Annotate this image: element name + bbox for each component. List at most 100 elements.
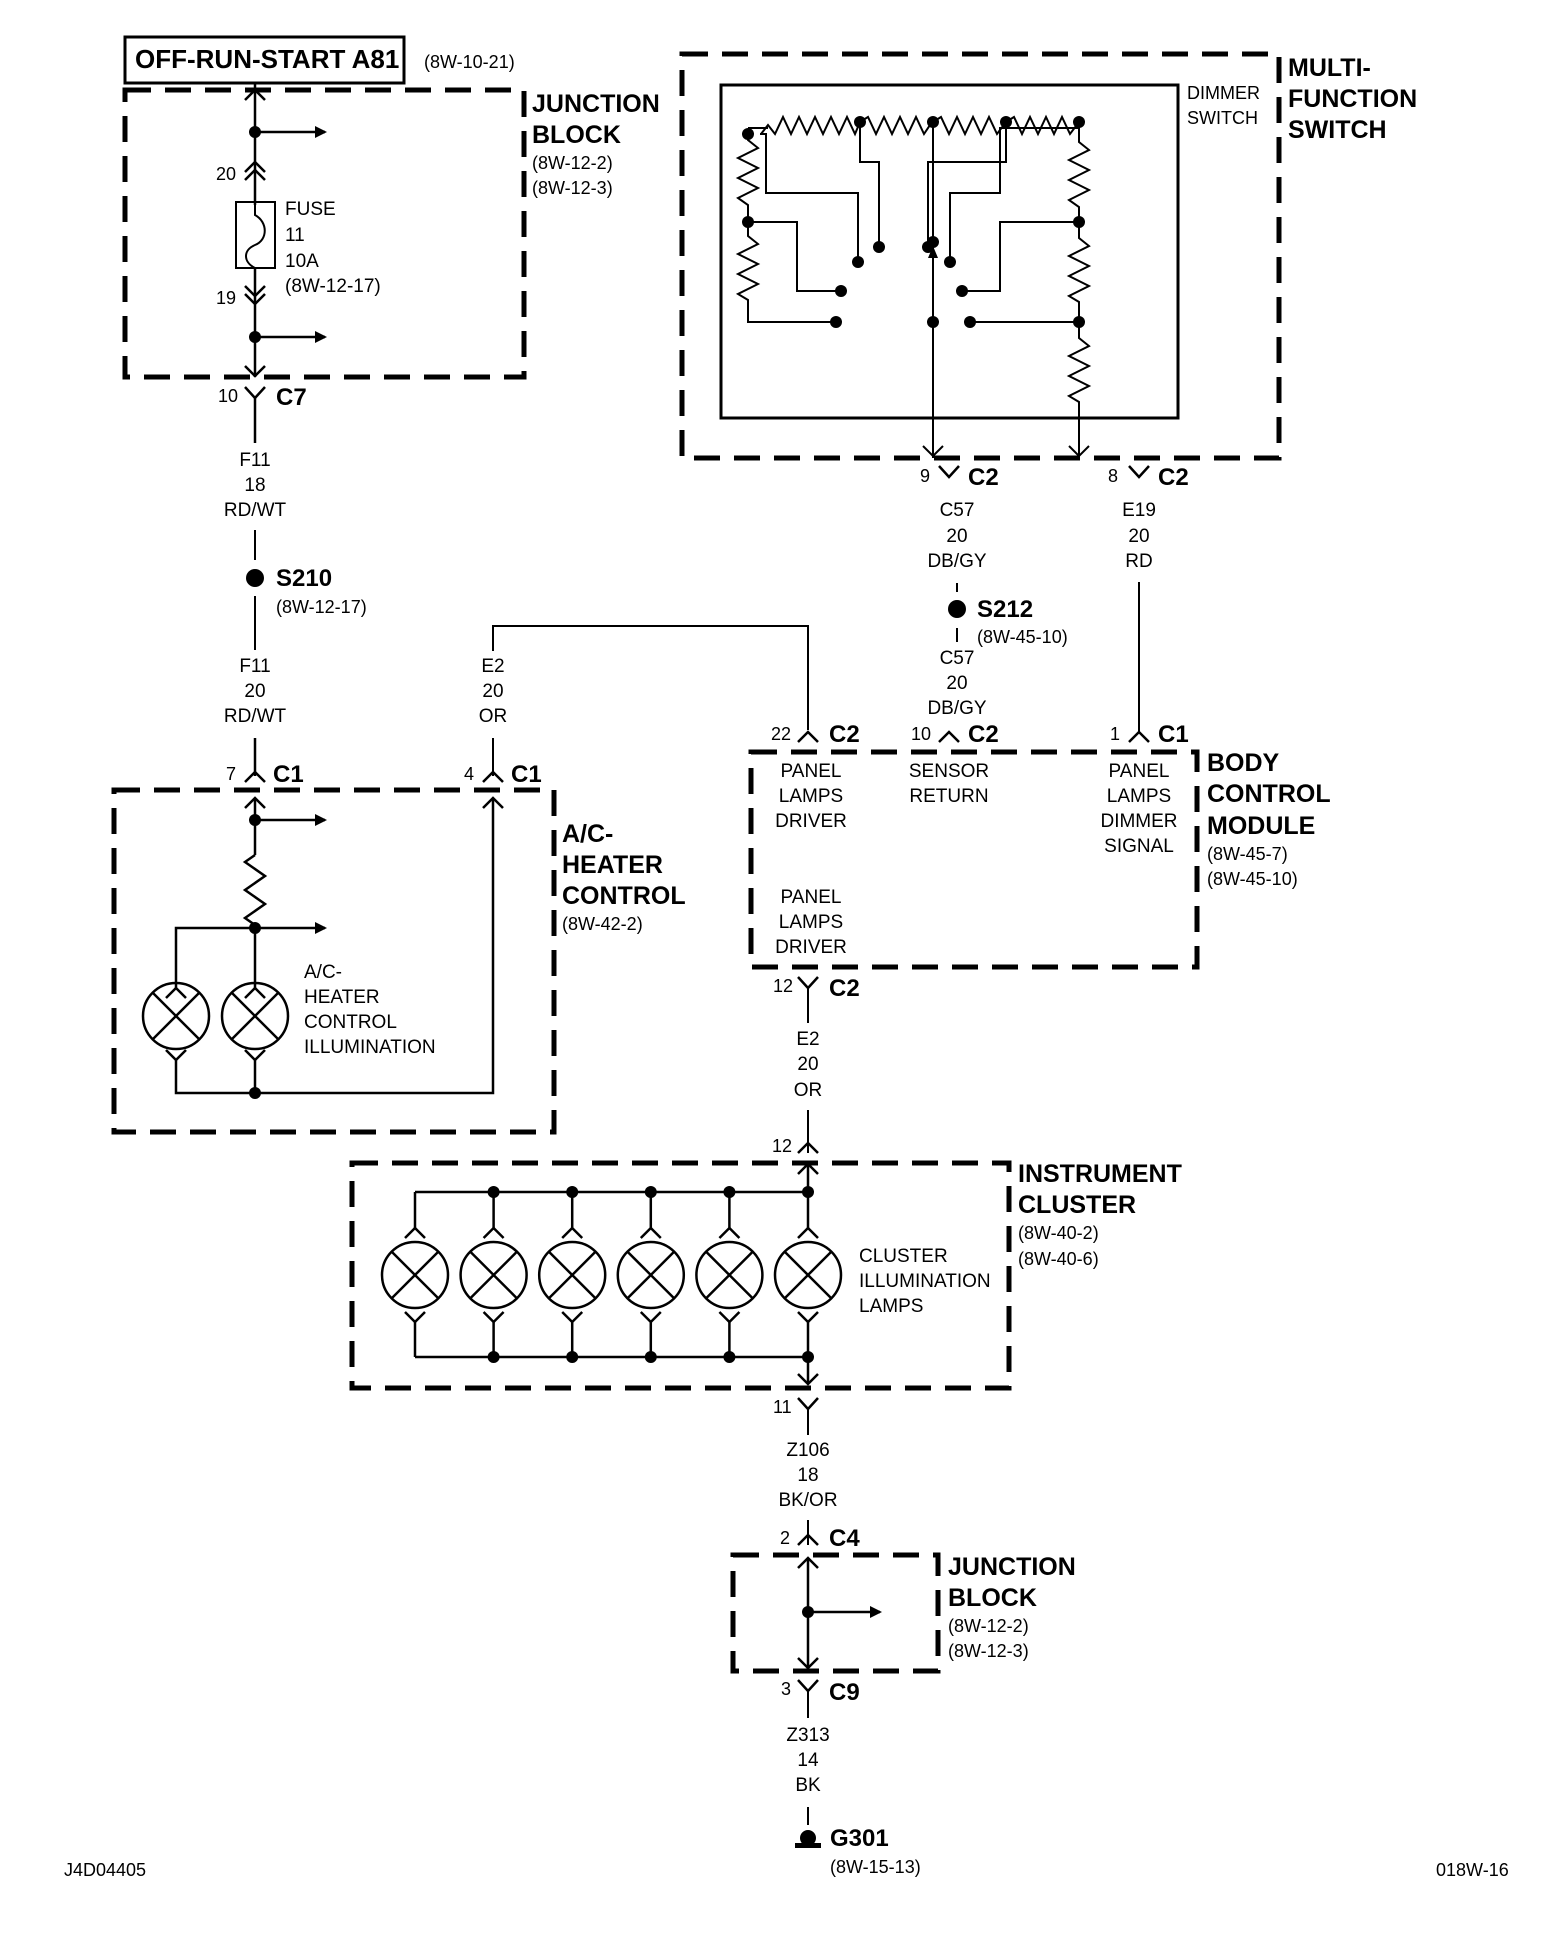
splice-s210-id: S210 — [276, 565, 332, 592]
connector-c9-icon — [797, 1679, 819, 1693]
wire-e2-lower-gauge: 20 — [797, 1054, 818, 1075]
junction-dot — [644, 1351, 657, 1363]
junction-block-top-ref-2: (8W-12-3) — [532, 178, 613, 198]
wire-e2-lower-color: OR — [794, 1080, 823, 1101]
cluster-lamp-label-3: LAMPS — [859, 1296, 923, 1317]
bcm-fn-driver-top-2: LAMPS — [779, 786, 843, 807]
junction-dot — [723, 1186, 736, 1198]
ac-lamp-label-1: A/C- — [304, 962, 342, 983]
ac-name-1: A/C- — [562, 820, 613, 848]
mfs-pin-9: 9 — [920, 466, 930, 486]
cluster-ref-2: (8W-40-6) — [1018, 1249, 1099, 1269]
lamp-socket-icon — [561, 1311, 584, 1324]
cluster-ref-1: (8W-40-2) — [1018, 1223, 1099, 1243]
junction-block-top: JUNCTION BLOCK (8W-12-2) (8W-12-3) 20 FU… — [122, 83, 660, 380]
multi-function-switch-outline — [679, 51, 1282, 461]
bcm-pin-12: 12 — [773, 976, 793, 996]
wire-c57-lower-color: DB/GY — [927, 698, 986, 719]
lamp-socket-icon — [165, 986, 266, 999]
cluster-lamp-label-1: CLUSTER — [859, 1246, 948, 1267]
wire-e2-lower-circuit: E2 — [796, 1029, 819, 1050]
ac-lamp-label-2: HEATER — [304, 987, 380, 1008]
junction-dot — [566, 1351, 579, 1363]
lamp-icon — [695, 1240, 764, 1310]
ac-heater-control: 7 C1 4 C1 A/C- HEATER CONTROL (8W-42-2) — [111, 761, 686, 1135]
title-ref: (8W-10-21) — [424, 52, 515, 72]
bcm-fn-driver-top-1: PANEL — [781, 761, 842, 782]
lamp-icon — [220, 981, 290, 1051]
dimmer-label-1: DIMMER — [1187, 83, 1260, 103]
jb2-pin-out: 3 — [781, 1679, 791, 1699]
ac-lamp-label-3: CONTROL — [304, 1012, 397, 1033]
wire-z313-circuit: Z313 — [786, 1725, 829, 1746]
bcm-name-3: MODULE — [1207, 812, 1315, 840]
connector-c1-pin4-icon — [482, 770, 504, 783]
pin-19-label: 19 — [216, 288, 236, 308]
cluster-name-1: INSTRUMENT — [1018, 1160, 1182, 1188]
splice-s212-ref: (8W-45-10) — [977, 627, 1068, 647]
cluster-lamp — [616, 1186, 686, 1363]
junction-dot — [644, 1186, 657, 1198]
body-control-module: 22 C2 10 C2 1 C1 BODY CONTROL MODULE (8W… — [748, 721, 1331, 1023]
ground-icon — [795, 1830, 821, 1848]
ac-lamp-label-4: ILLUMINATION — [304, 1037, 436, 1058]
dimmer-resistor-network — [735, 114, 1092, 458]
wire-e2-upper-circuit: E2 — [481, 656, 504, 677]
lamp-socket-icon — [718, 1311, 741, 1324]
wire-c57-upper-color: DB/GY — [927, 551, 986, 572]
fuse-label: FUSE — [285, 199, 336, 220]
wire-z313-color: BK — [795, 1775, 821, 1796]
junction-block-bottom: 2 C4 JUNCTION BLOCK (8W-12-2) (8W-12-3) … — [730, 1525, 1076, 1718]
cluster-connector-12-icon — [797, 1141, 819, 1154]
cluster-lamp-label-2: ILLUMINATION — [859, 1271, 991, 1292]
entry-arrow-icon — [482, 796, 504, 809]
lamp-socket-icon — [639, 1226, 662, 1239]
cluster-lamp — [773, 1186, 843, 1363]
wire-f11-lower: F11 20 RD/WT — [224, 656, 287, 776]
fuse-rating: 10A — [285, 251, 319, 272]
connector-c7-icon — [244, 386, 266, 400]
bcm-name-1: BODY — [1207, 749, 1280, 777]
bcm-ref-1: (8W-45-7) — [1207, 844, 1288, 864]
ground-id: G301 — [830, 1825, 889, 1852]
wire-f11-lower-gauge: 20 — [244, 681, 265, 702]
lamp-icon — [773, 1240, 843, 1310]
bcm-fn-sensor-1: SENSOR — [909, 761, 989, 782]
return-wire — [174, 798, 495, 1095]
cluster-lamp — [380, 1192, 450, 1357]
bcm-fn-driver-bottom-3: DRIVER — [775, 937, 847, 958]
lamp-socket-icon — [165, 1049, 266, 1062]
bcm-name-2: CONTROL — [1207, 780, 1331, 808]
pin-20-connector-icon — [244, 160, 266, 181]
lamp-socket-icon — [404, 1226, 426, 1239]
jb2-name-2: BLOCK — [948, 1584, 1037, 1612]
wire-e19: E19 20 RD — [1122, 500, 1156, 733]
jb2-name-1: JUNCTION — [948, 1553, 1076, 1581]
cluster-pin-out: 11 — [773, 1397, 792, 1417]
cluster-name-2: CLUSTER — [1018, 1191, 1136, 1219]
splice-s210-ref: (8W-12-17) — [276, 597, 367, 617]
bcm-pin-22: 22 — [771, 724, 791, 744]
junction-block-top-outline — [122, 87, 527, 380]
entry-connector-icon — [244, 88, 266, 101]
junction-dot — [249, 1087, 261, 1099]
lamp-socket-icon — [797, 1311, 819, 1324]
splice-s212-id: S212 — [977, 596, 1033, 623]
junction-block-top-name-2: BLOCK — [532, 121, 621, 149]
junction-block-top-ref-1: (8W-12-2) — [532, 153, 613, 173]
jb2-pin-in: 2 — [780, 1528, 790, 1548]
connector-c7-pin: 10 — [218, 386, 238, 406]
ac-conn-c1-left: C1 — [273, 761, 304, 788]
splice-s212-icon — [948, 600, 966, 618]
connector-c1-pin7-icon — [244, 770, 266, 783]
junction-dot — [723, 1351, 736, 1363]
wire-f11-upper: F11 18 RD/WT — [224, 450, 287, 560]
junction-dot — [487, 1351, 500, 1363]
bcm-fn-dimmer-4: SIGNAL — [1104, 836, 1174, 857]
wire-z313: Z313 14 BK — [786, 1725, 830, 1825]
lamp-socket-icon — [561, 1226, 584, 1239]
cluster-lamp — [459, 1186, 528, 1363]
dimmer-label-2: SWITCH — [1187, 108, 1258, 128]
splice-s210-icon — [246, 569, 264, 587]
